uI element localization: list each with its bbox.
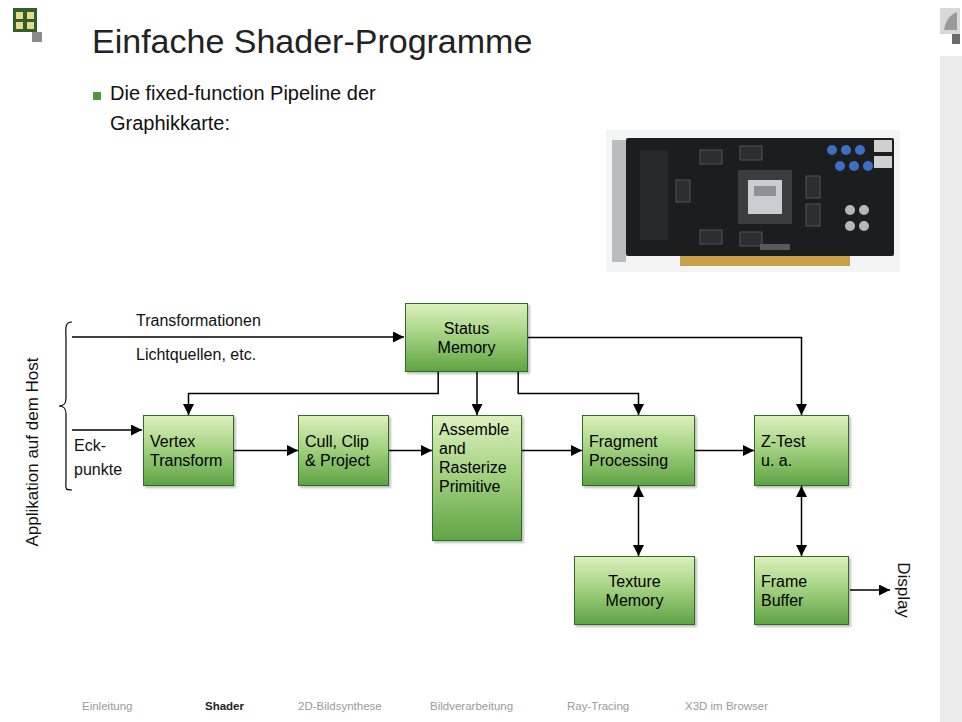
nav-item: 2D-Bildsynthese (298, 699, 418, 714)
text-label: Lichtquellen, etc. (136, 345, 336, 365)
process-box: Z-Test u. a. (754, 415, 849, 486)
flow-arrow (476, 372, 478, 415)
flow-arrow (234, 450, 298, 452)
text-label: Transformationen (136, 311, 336, 331)
process-box: Assemble and Rasterize Primitive (432, 415, 522, 541)
flow-arrow (695, 450, 754, 452)
process-box: Vertex Transform (143, 415, 234, 486)
nav-item: Einleitung (82, 699, 182, 714)
box-label: Assemble and Rasterize Primitive (439, 420, 511, 496)
bullet-square (93, 92, 101, 100)
flow-arrow (528, 338, 802, 416)
box-label: Fragment Processing (589, 432, 677, 470)
nav-item: Ray-Tracing (567, 699, 667, 714)
flow-arrow (389, 450, 432, 452)
text-label: Die fixed-function Pipeline der Graphikk… (110, 78, 378, 138)
box-label: Frame Buffer (761, 572, 821, 610)
process-box: Status Memory (405, 303, 528, 372)
flow-arrow (801, 486, 803, 556)
box-label: Texture Memory (600, 572, 670, 610)
flow-arrow (522, 450, 582, 452)
process-box: Fragment Processing (582, 415, 695, 486)
box-label: Status Memory (432, 319, 502, 357)
display-arrow (850, 589, 890, 591)
output-label: Display (893, 550, 913, 630)
text-label: Eck- punkte (74, 434, 126, 482)
nav-item: Bildverarbeitung (430, 699, 550, 714)
vertex-input-arrow (72, 429, 142, 431)
university-logo (13, 8, 42, 42)
box-label: Cull, Clip & Project (305, 432, 377, 470)
host-state-arrow (72, 336, 404, 338)
nav-item: X3D im Browser (685, 699, 805, 714)
box-label: Vertex Transform (150, 432, 227, 470)
flow-arrow (518, 372, 638, 415)
side-caption: Applikation auf dem Host (23, 322, 43, 582)
process-box: Cull, Clip & Project (298, 415, 389, 486)
nav-item-active: Shader (205, 699, 285, 714)
slide-title: Einfache Shader-Programme (92, 20, 532, 62)
process-box: Frame Buffer (754, 556, 849, 625)
flow-arrow (638, 486, 640, 556)
corner-logo (940, 8, 960, 44)
host-bracket (59, 322, 72, 490)
graphics-card-photo (606, 130, 900, 272)
process-box: Texture Memory (574, 556, 695, 625)
flow-arrow (189, 372, 439, 415)
box-label: Z-Test u. a. (761, 432, 821, 470)
side-strip (940, 56, 962, 722)
